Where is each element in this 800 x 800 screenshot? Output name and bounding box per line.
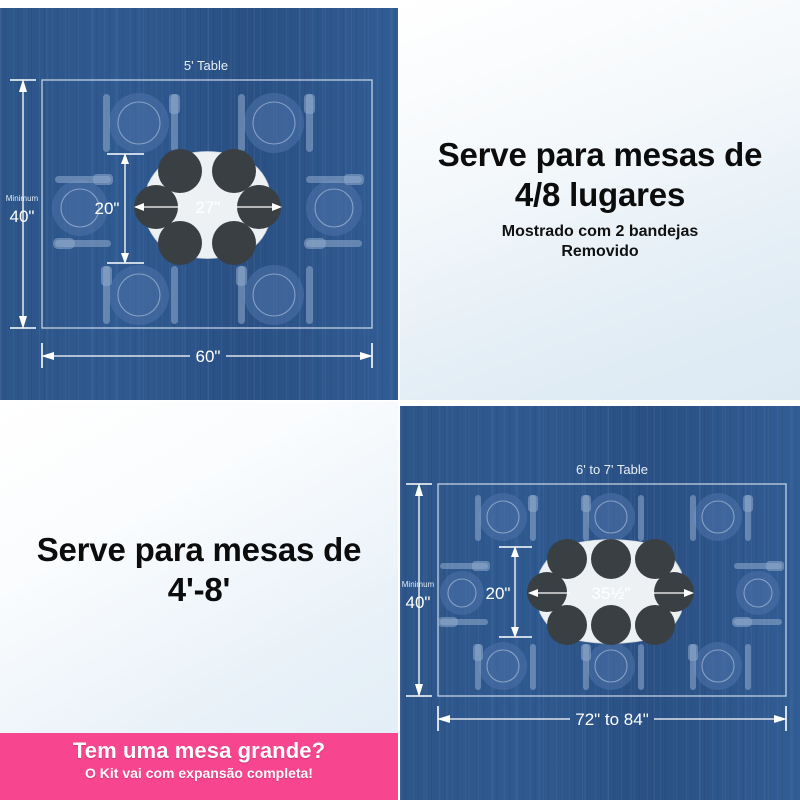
top-right-subline-1: Mostrado com 2 bandejas xyxy=(501,222,699,240)
table-outline xyxy=(41,79,373,329)
table-height-prefix: Minimum xyxy=(6,194,39,203)
place-setting-bottom-3 xyxy=(688,642,751,690)
place-setting-left-upper xyxy=(52,174,113,249)
place-setting-bottom-2 xyxy=(581,642,644,690)
top-right-text-block: Serve para mesas de 4/8 lugares Mostrado… xyxy=(400,135,800,262)
table-height-dimension: Minimum 40" xyxy=(6,79,39,329)
tray-cluster-8 xyxy=(527,539,694,645)
tray-width-label-br: 35½" xyxy=(591,584,630,603)
tray-width-label: 27" xyxy=(196,198,221,217)
tray-height-dimension-br: 20" xyxy=(486,546,532,638)
top-right-subline-2: Removido xyxy=(561,242,639,260)
bottom-left-headline: Serve para mesas de 4'-8' xyxy=(36,531,362,609)
table-width-dimension-br: 72" to 84" xyxy=(437,706,787,731)
tray-width-dimension: 27" xyxy=(134,198,282,217)
table-title-6to7ft: 6' to 7' Table xyxy=(576,462,648,477)
quadrant-bottom-right-diagram: 35½" 20" 6' to 7' Table Minimum xyxy=(400,406,800,800)
tray-height-label-br: 20" xyxy=(486,584,511,603)
table-width-label-br: 72" to 84" xyxy=(575,710,649,729)
tray-height-dimension: 20" xyxy=(95,153,144,264)
top-right-headline: Serve para mesas de 4/8 lugares xyxy=(437,136,763,214)
table-height-label-br: 40" xyxy=(406,593,431,612)
table-diagram-5ft: 27" 20" 5' Table Minimum 40" xyxy=(6,58,373,368)
place-setting-top-right xyxy=(238,93,315,153)
place-setting-right-upper xyxy=(304,174,364,249)
place-setting-top-2 xyxy=(581,493,644,541)
tray-width-dimension-br: 35½" xyxy=(528,584,694,603)
tray-height-label: 20" xyxy=(95,199,120,218)
table-height-dimension-br: Minimum 40" xyxy=(402,483,435,697)
table-height-label: 40" xyxy=(10,207,35,226)
place-setting-right xyxy=(732,561,784,627)
table-width-label: 60" xyxy=(196,347,221,366)
place-setting-top-1 xyxy=(475,493,538,541)
place-setting-top-3 xyxy=(690,493,753,541)
table-height-prefix-br: Minimum xyxy=(402,580,435,589)
table-diagram-6to7ft: 35½" 20" 6' to 7' Table Minimum xyxy=(402,462,787,731)
tray-cluster-6 xyxy=(134,149,281,265)
promo-banner: Tem uma mesa grande? O Kit vai com expan… xyxy=(0,733,398,800)
light-background-top-right xyxy=(400,0,800,400)
table-width-dimension: 60" xyxy=(41,343,373,368)
place-setting-left xyxy=(438,561,490,627)
promo-banner-subtitle: O Kit vai com expansão completa! xyxy=(85,765,313,781)
promo-banner-title: Tem uma mesa grande? xyxy=(72,738,326,763)
place-setting-top-left xyxy=(103,93,180,153)
place-setting-bottom-left xyxy=(101,265,178,325)
place-setting-bottom-1 xyxy=(473,642,536,690)
quadrant-top-right-text: Serve para mesas de 4/8 lugares Mostrado… xyxy=(400,0,800,400)
table-title-5ft: 5' Table xyxy=(184,58,228,73)
place-setting-bottom-right xyxy=(236,265,313,325)
bottom-left-text-block: Serve para mesas de 4'-8' xyxy=(0,530,398,611)
quadrant-top-left-diagram: 27" 20" 5' Table Minimum 40" xyxy=(0,8,398,400)
